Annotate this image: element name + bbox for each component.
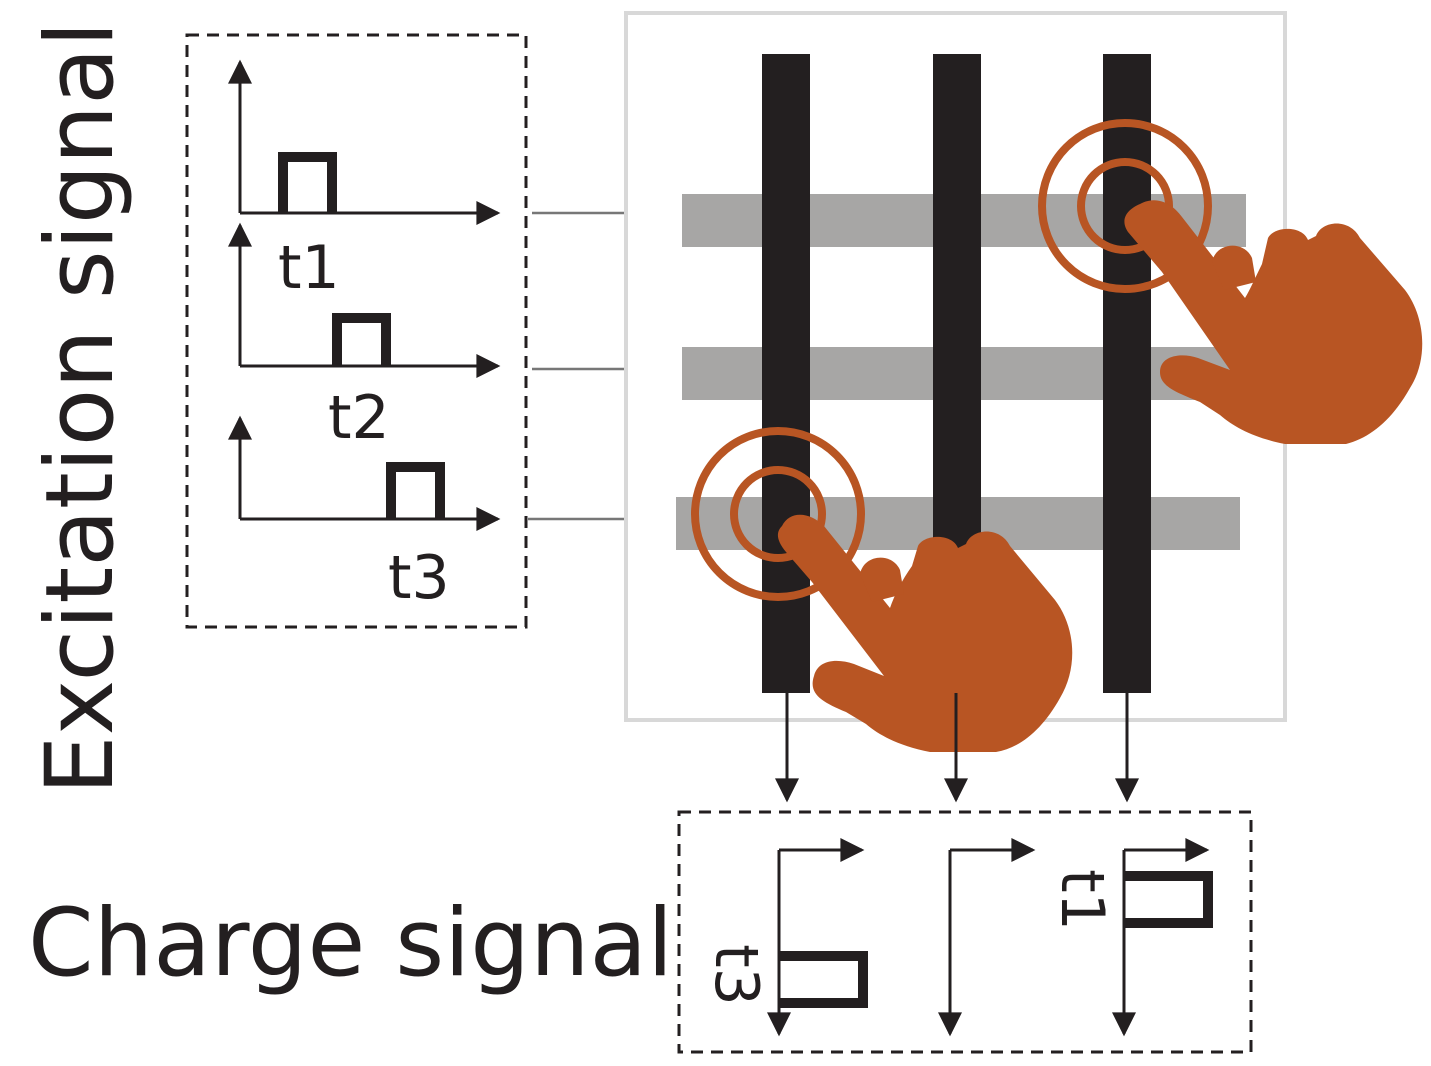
pulse-label-t3: t3 <box>388 543 450 613</box>
excitation-pulse-t2: t2 <box>228 222 501 453</box>
sense-electrode-1 <box>762 54 810 693</box>
charge-label-t3: t3 <box>701 944 771 1006</box>
excitation-pulse-t3: t3 <box>228 415 501 613</box>
pointing-hand-icon <box>1124 200 1423 444</box>
excitation-signal-box <box>185 33 528 629</box>
charge-signal-box <box>677 810 1253 1054</box>
pointing-hand-icon <box>777 514 1073 752</box>
charge-output-2 <box>938 838 1036 1037</box>
charge-signal-label: Charge signal <box>28 889 673 998</box>
charge-output-3: t1 <box>1047 838 1213 1037</box>
sense-electrode-3 <box>1103 54 1151 693</box>
excitation-signal-label: Excitation signal <box>26 21 135 795</box>
pulse-label-t1: t1 <box>278 233 340 303</box>
excitation-pulse-t1: t1 <box>228 59 501 303</box>
charge-output-1: t3 <box>701 838 868 1037</box>
touch-ripple-bottom <box>691 427 865 601</box>
pulse-label-t2: t2 <box>328 383 390 453</box>
charge-label-t1: t1 <box>1047 869 1117 931</box>
